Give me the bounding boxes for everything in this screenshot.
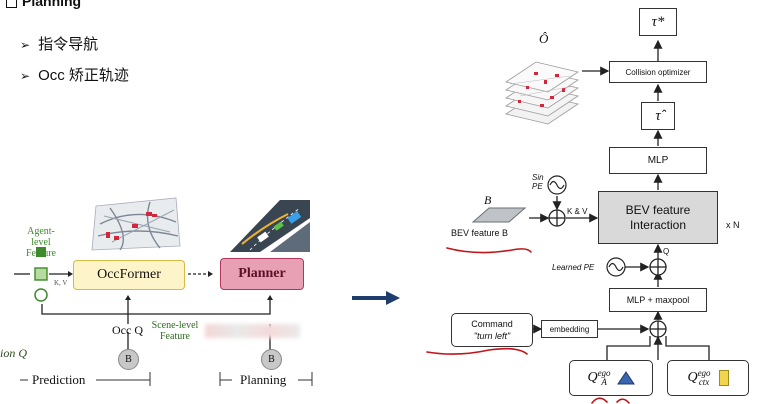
learned-pe-icon xyxy=(606,257,626,277)
motion-q-label: ion Q xyxy=(0,346,27,360)
occformer-block: OccFormer xyxy=(73,260,185,290)
plus-circle-kv xyxy=(548,209,566,227)
bev-interaction-box: BEV feature Interaction xyxy=(598,191,718,244)
command-label: Command xyxy=(471,319,513,329)
command-box: Command "turn left" xyxy=(451,313,533,347)
bev-plate-icon xyxy=(471,207,527,223)
transition-arrow-icon xyxy=(352,291,400,305)
b-node-1-label: B xyxy=(125,354,132,365)
checkbox-icon xyxy=(6,0,17,8)
occformer-label: OccFormer xyxy=(97,267,161,282)
planning-label: Planning xyxy=(240,372,287,387)
times-n-label: x N xyxy=(726,220,740,230)
scene-level-label: Scene-level Feature xyxy=(151,320,199,342)
embedding-box: embedding xyxy=(541,320,598,338)
collision-optimizer-label: Collision optimizer xyxy=(625,67,691,77)
arrow-bullet-icon: ➢ xyxy=(20,69,31,83)
k-v-label: K, V xyxy=(54,279,68,287)
right-diagram-lines xyxy=(426,39,710,404)
q-ego-a-sup: ego xyxy=(597,368,611,378)
mlp-maxpool-box: MLP + maxpool xyxy=(609,288,707,312)
prediction-label: Prediction xyxy=(32,372,86,387)
plus-circle-command xyxy=(649,320,667,338)
q-ego-a-sub: A xyxy=(601,377,607,387)
plus-circle-q xyxy=(649,258,667,276)
ctx-bar-icon xyxy=(718,370,729,386)
tau-hat-box: τ̂ xyxy=(641,102,675,130)
embedding-label: embedding xyxy=(549,324,590,334)
mlp-maxpool-label: MLP + maxpool xyxy=(626,295,690,305)
left-diagram-lines xyxy=(14,247,313,386)
q-ego-a-main: Q xyxy=(587,370,598,386)
agent-feature-square-2 xyxy=(34,267,48,281)
b-node-2: B xyxy=(261,349,282,370)
section-title: Planning xyxy=(22,0,82,9)
bev-feature-label: BEV feature B xyxy=(451,228,509,238)
mlp-label: MLP xyxy=(647,155,669,166)
bev-interaction-label: BEV feature Interaction xyxy=(625,202,691,232)
b-node-2-label: B xyxy=(268,354,275,365)
o-hat-label: Ô xyxy=(539,31,549,46)
arrow-bullet-icon: ➢ xyxy=(20,38,31,52)
collision-optimizer-box: Collision optimizer xyxy=(609,61,707,83)
mlp-box: MLP xyxy=(609,147,707,174)
occupancy-map-thumbnail xyxy=(91,197,181,251)
bullet-item-1: ➢ 指令导航 xyxy=(20,33,98,54)
agent-level-label: Agent-level Feature xyxy=(26,226,56,259)
q-ego-ctx-sub: ctx xyxy=(698,377,710,387)
tau-star-box: τ* xyxy=(639,8,677,36)
command-value: "turn left" xyxy=(473,331,511,341)
sin-pe-icon xyxy=(547,175,567,195)
q-label: Q xyxy=(663,247,670,256)
occupancy-stack-icon xyxy=(505,61,579,125)
road-scene-thumbnail xyxy=(230,200,310,252)
bullet-text-1: 指令导航 xyxy=(38,36,99,53)
agent-feature-circle xyxy=(34,288,48,302)
occ-q-label: Occ Q xyxy=(112,323,143,338)
agent-feature-square-1 xyxy=(36,247,46,257)
learned-pe-label: Learned PE xyxy=(552,263,595,272)
blurred-region xyxy=(205,324,300,338)
tau-star-label: τ* xyxy=(651,13,665,30)
occ-q-text: Occ Q xyxy=(112,323,143,337)
q-ego-ctx-main: Q xyxy=(687,370,698,386)
triangle-icon xyxy=(616,371,635,385)
k-and-v-label: K & V xyxy=(567,207,588,216)
section-header: Planning xyxy=(6,0,81,9)
planner-block: Planner xyxy=(220,258,304,290)
planner-label: Planner xyxy=(238,266,286,281)
b-node-1: B xyxy=(118,349,139,370)
tau-hat-label: τ̂ xyxy=(655,107,661,124)
sin-pe-label: Sin PE xyxy=(532,173,544,191)
bullet-item-2: ➢ Occ 矫正轨迹 xyxy=(20,64,129,85)
q-ego-ctx-sup: ego xyxy=(697,368,711,378)
bullet-text-2: Occ 矫正轨迹 xyxy=(38,67,129,84)
bev-b-label: B xyxy=(484,193,492,207)
